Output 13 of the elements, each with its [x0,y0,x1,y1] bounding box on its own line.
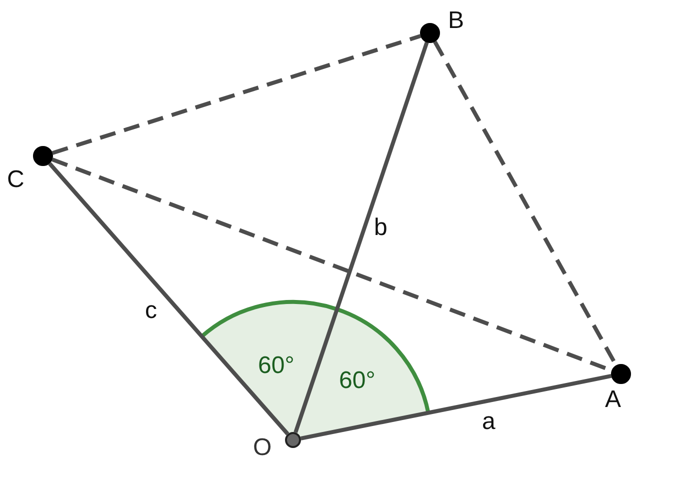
edge-label: b [374,216,388,240]
edge-label: a [482,410,496,434]
angle-label: 60° [339,369,376,393]
line-segment [300,374,612,440]
point-label: A [605,388,622,412]
edge-label: c [145,299,157,323]
dashed-line [52,34,422,155]
point-label: C [7,168,24,192]
point-label: B [448,9,464,33]
line-segment [48,162,290,436]
angle-label: 60° [258,354,294,378]
line-segment [294,42,429,434]
point-label: O [253,436,272,460]
